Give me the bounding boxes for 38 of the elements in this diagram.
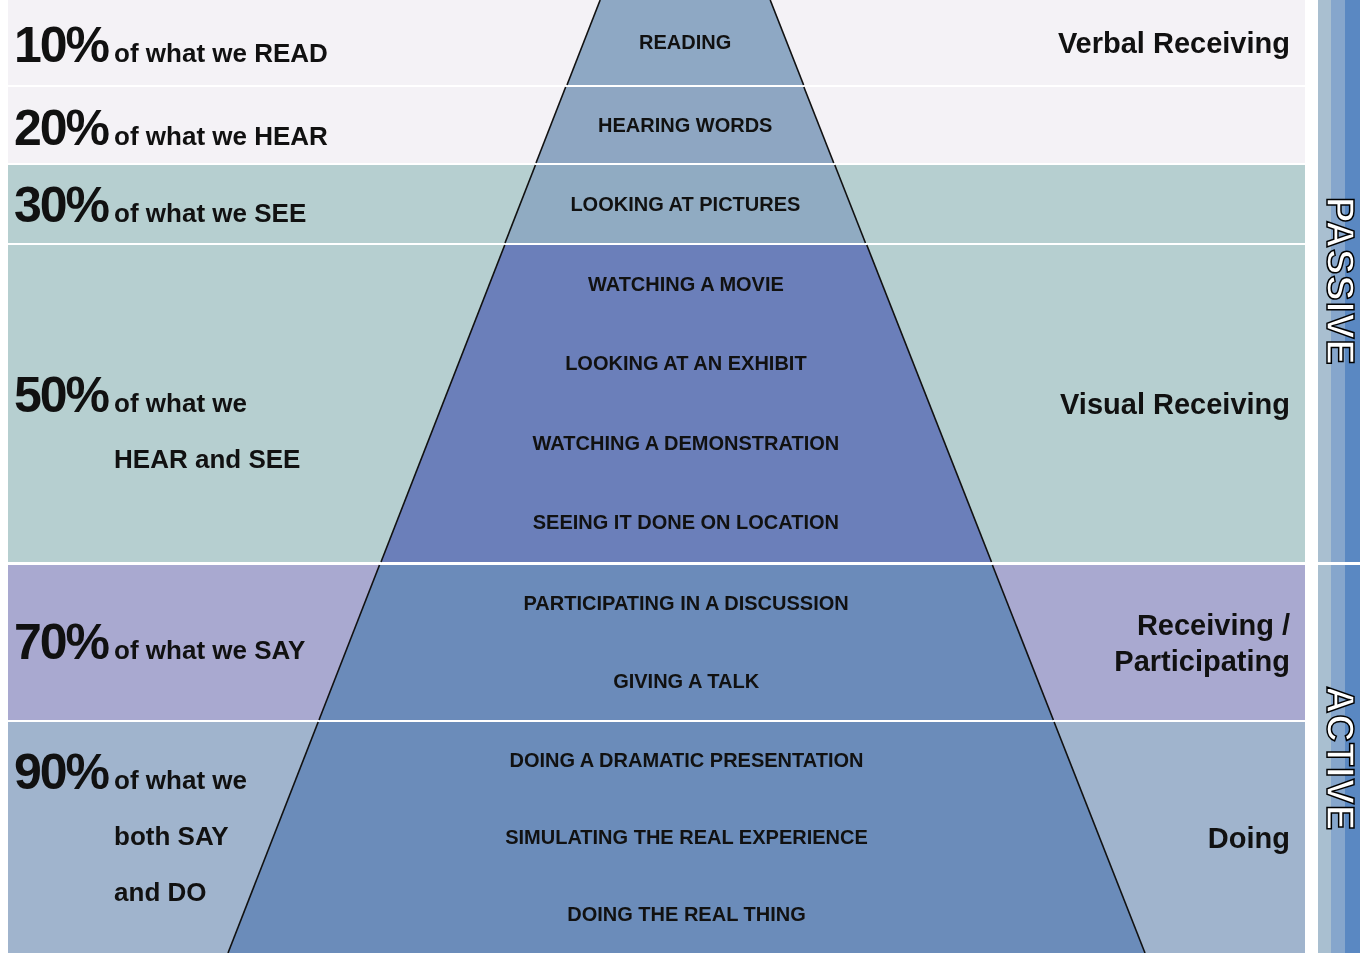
band-row [8, 87, 1305, 163]
activity-label: SEEING IT DONE ON LOCATION [532, 510, 840, 534]
activity-label: DOING THE REAL THING [567, 903, 806, 926]
percentage-label: 50% [14, 367, 109, 423]
percentage-label: 90% [14, 744, 109, 800]
activity-label: WATCHING A MOVIE [587, 273, 784, 297]
percentage-label: 20% [14, 100, 109, 156]
activity-label: LOOKING AT AN EXHIBIT [565, 352, 807, 376]
band-row [8, 0, 1305, 85]
activity-label: SIMULATING THE REAL EXPERIENCE [505, 826, 868, 849]
percentage-label: 70% [14, 614, 109, 670]
side-bar [1318, 565, 1360, 953]
activity-label: DOING A DRAMATIC PRESENTATION [509, 749, 864, 772]
side-bar-label: ACTIVE [1317, 686, 1360, 832]
band-row [8, 165, 1305, 243]
band-row [8, 245, 1305, 562]
retention-text: of what we SAY [114, 634, 306, 667]
band-row [8, 565, 1305, 720]
retention-text: of what we SEE [114, 197, 307, 230]
activity-label: GIVING A TALK [613, 669, 760, 693]
retention-text: of what we both SAY and DO [114, 764, 248, 909]
retention-text: of what we HEAR and SEE [114, 387, 302, 476]
percentage-label: 30% [14, 177, 109, 233]
side-bar [1318, 0, 1360, 562]
retention-text: of what we HEAR [114, 120, 328, 153]
retention-text: of what we READ [114, 37, 328, 70]
activity-label: READING [639, 31, 732, 54]
side-bar-label: PASSIVE [1317, 196, 1360, 366]
activity-label: PARTICIPATING IN A DISCUSSION [523, 592, 849, 616]
category-label: Receiving / Participating [1113, 607, 1290, 679]
category-label: Doing [1207, 820, 1290, 856]
activity-label: LOOKING AT PICTURES [570, 192, 801, 216]
band-row [8, 722, 1305, 953]
category-label: Verbal Receiving [1057, 25, 1290, 61]
activity-label: WATCHING A DEMONSTRATION [532, 431, 840, 455]
activity-label: HEARING WORDS [598, 113, 773, 137]
percentage-label: 10% [14, 17, 109, 73]
category-label: Visual Receiving [1060, 386, 1290, 422]
